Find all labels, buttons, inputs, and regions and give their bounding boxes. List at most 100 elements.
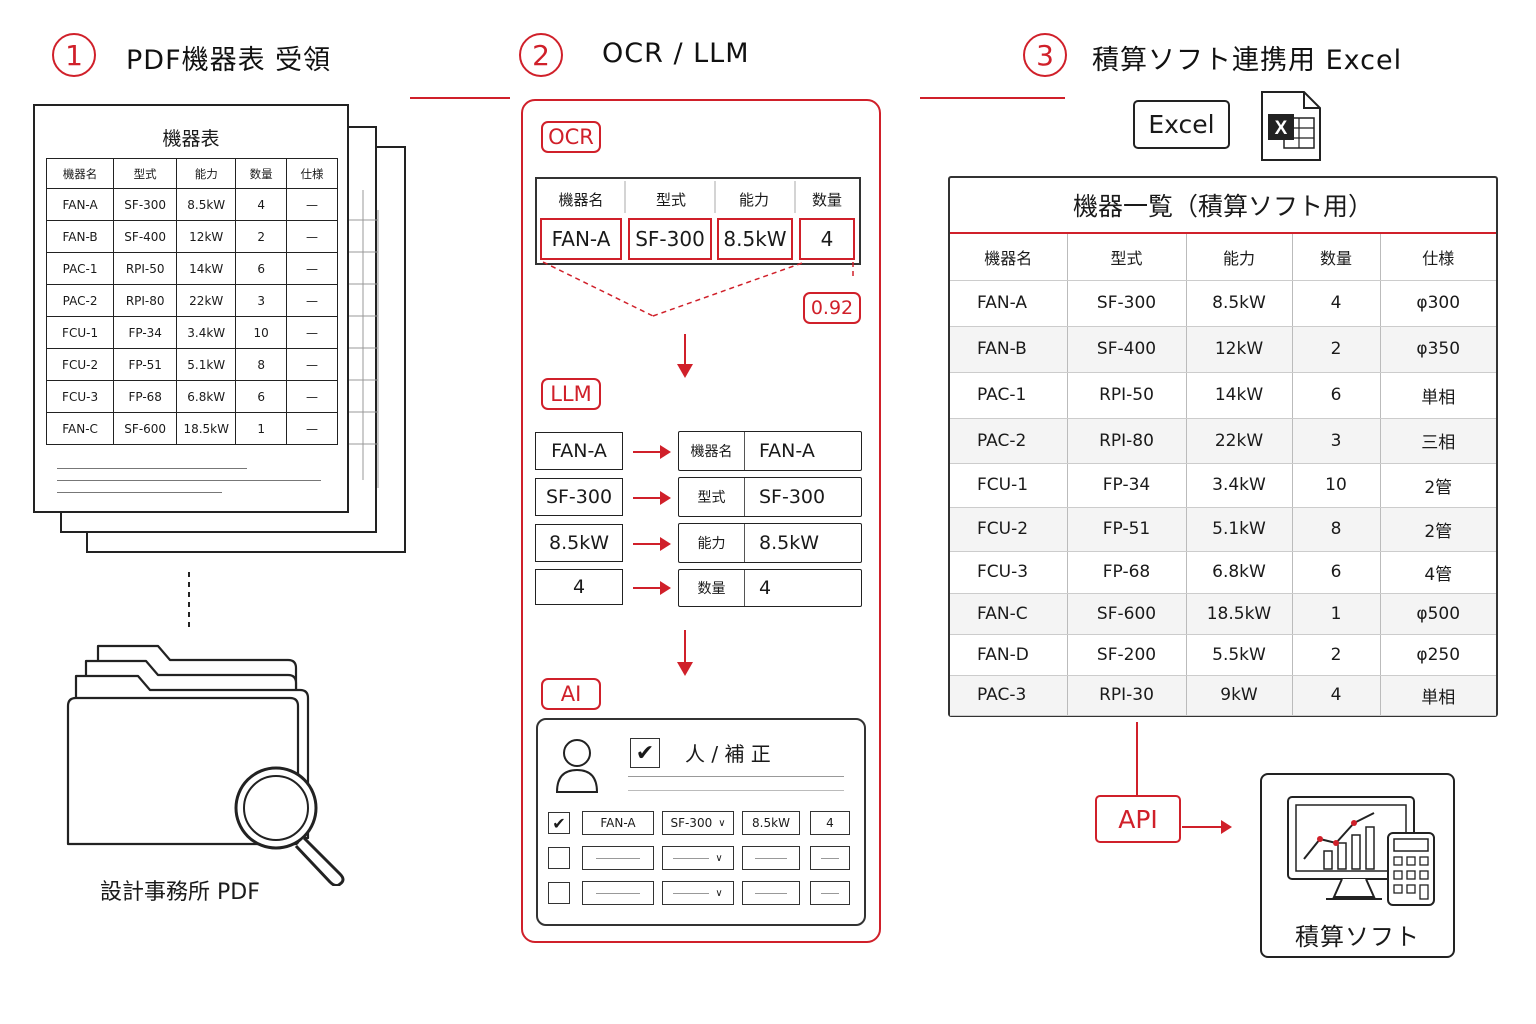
sheet-cell: 1 bbox=[235, 412, 288, 445]
sheet-cell: RPI-50 bbox=[113, 252, 178, 285]
list-cell: 12kW bbox=[1186, 326, 1293, 373]
sheet-cell: SF-300 bbox=[113, 188, 178, 221]
software-label: 積算ソフト bbox=[1295, 923, 1420, 951]
review-input-name[interactable]: FAN-A bbox=[582, 811, 654, 835]
sheet-cell: 10 bbox=[235, 316, 288, 349]
list-cell: φ300 bbox=[1380, 280, 1496, 327]
row-checkbox[interactable] bbox=[548, 847, 570, 869]
list-cell: PAC-3 bbox=[950, 675, 1068, 716]
list-cell: 10 bbox=[1292, 463, 1381, 508]
list-cell: 14kW bbox=[1186, 372, 1293, 419]
sheet-cell: PAC-1 bbox=[45, 252, 115, 285]
list-cell: 4 bbox=[1292, 675, 1381, 716]
list-header-cell: 型式 bbox=[1067, 234, 1187, 281]
ocr-tag: OCR bbox=[541, 121, 601, 153]
row-checkbox[interactable] bbox=[548, 882, 570, 904]
list-cell: FCU-3 bbox=[950, 551, 1068, 594]
review-select-model[interactable]: SF-300∨ bbox=[662, 811, 734, 835]
excel-button[interactable]: Excel bbox=[1133, 100, 1230, 149]
field-key: 型式 bbox=[679, 478, 745, 516]
review-input-empty[interactable] bbox=[810, 846, 850, 870]
review-checkbox[interactable]: ✔ bbox=[630, 738, 660, 768]
list-cell: 2管 bbox=[1380, 507, 1496, 552]
mapping-arrow bbox=[633, 537, 671, 551]
sheet-header-cell: 数量 bbox=[235, 158, 288, 189]
list-cell: FP-51 bbox=[1067, 507, 1187, 552]
sheet-cell: FAN-B bbox=[45, 220, 115, 253]
connector-line-2-3 bbox=[920, 97, 1065, 99]
review-input-empty[interactable] bbox=[810, 881, 850, 905]
list-cell: FAN-B bbox=[950, 326, 1068, 373]
sheet-cell: 2 bbox=[235, 220, 288, 253]
sheet-cell: 8.5kW bbox=[176, 188, 237, 221]
sheet-cell: 6 bbox=[235, 252, 288, 285]
sheet-cell: 14kW bbox=[176, 252, 237, 285]
list-cell: FP-68 bbox=[1067, 551, 1187, 594]
list-cell: φ250 bbox=[1380, 634, 1496, 676]
sheet-cell: 6.8kW bbox=[176, 380, 237, 413]
list-cell: 8 bbox=[1292, 507, 1381, 552]
placeholder-line bbox=[755, 857, 787, 859]
list-cell: 5.1kW bbox=[1186, 507, 1293, 552]
sheet-cell: — bbox=[286, 380, 338, 413]
review-select-empty[interactable]: ∨ bbox=[662, 881, 734, 905]
list-cell: 6 bbox=[1292, 372, 1381, 419]
list-cell: FP-34 bbox=[1067, 463, 1187, 508]
arrow-llm-to-ai bbox=[677, 630, 693, 676]
sheet-cell: — bbox=[286, 412, 338, 445]
table-title: 機器一覧（積算ソフト用） bbox=[950, 178, 1496, 234]
list-cell: 22kW bbox=[1186, 418, 1293, 464]
list-cell: SF-200 bbox=[1067, 634, 1187, 676]
mapping-arrow bbox=[633, 491, 671, 505]
ocr-header-dividers bbox=[624, 181, 796, 213]
ocr-header-capacity: 能力 bbox=[738, 191, 769, 209]
review-select-empty[interactable]: ∨ bbox=[662, 846, 734, 870]
review-input-empty[interactable] bbox=[742, 881, 800, 905]
sheet-header-cell: 仕様 bbox=[286, 158, 338, 189]
mapping-source: SF-300 bbox=[535, 478, 623, 516]
estimation-software-box: 積算ソフト bbox=[1260, 773, 1455, 958]
list-cell: 2 bbox=[1292, 326, 1381, 373]
step-3-circle: 3 bbox=[1023, 33, 1067, 77]
field-value: FAN-A bbox=[759, 440, 815, 462]
review-input-qty[interactable]: 4 bbox=[810, 811, 850, 835]
field-key: 数量 bbox=[679, 570, 745, 606]
ai-review-panel: ✔ 人 / 補 正 ✔ FAN-A SF-300∨ 8.5kW 4 ∨ ∨ bbox=[536, 718, 866, 926]
sheet-cell: FP-51 bbox=[113, 348, 178, 381]
mapping-source: 8.5kW bbox=[535, 524, 623, 562]
api-arrow bbox=[1182, 820, 1232, 834]
row-checkbox-checked[interactable]: ✔ bbox=[548, 812, 570, 834]
list-cell: 4 bbox=[1292, 280, 1381, 327]
review-input-empty[interactable] bbox=[582, 846, 654, 870]
ocr-cell-model: SF-300 bbox=[628, 218, 712, 260]
list-cell: φ350 bbox=[1380, 326, 1496, 373]
sheet-cell: FCU-2 bbox=[45, 348, 115, 381]
review-input-empty[interactable] bbox=[582, 881, 654, 905]
sheet-cell: 6 bbox=[235, 380, 288, 413]
folder-search-icon bbox=[66, 644, 345, 886]
ruled-line bbox=[57, 480, 321, 481]
placeholder-line bbox=[673, 857, 710, 859]
review-input-capacity[interactable]: 8.5kW bbox=[742, 811, 800, 835]
confidence-badge: 0.92 bbox=[803, 292, 861, 324]
review-input-empty[interactable] bbox=[742, 846, 800, 870]
mapping-arrow bbox=[633, 581, 671, 595]
chevron-down-icon: ∨ bbox=[715, 852, 723, 864]
list-cell: 5.5kW bbox=[1186, 634, 1293, 676]
list-cell: 2 bbox=[1292, 634, 1381, 676]
ocr-cell-capacity: 8.5kW bbox=[717, 218, 793, 260]
field-value: 4 bbox=[759, 577, 772, 599]
sheet-header-cell: 型式 bbox=[113, 158, 178, 189]
